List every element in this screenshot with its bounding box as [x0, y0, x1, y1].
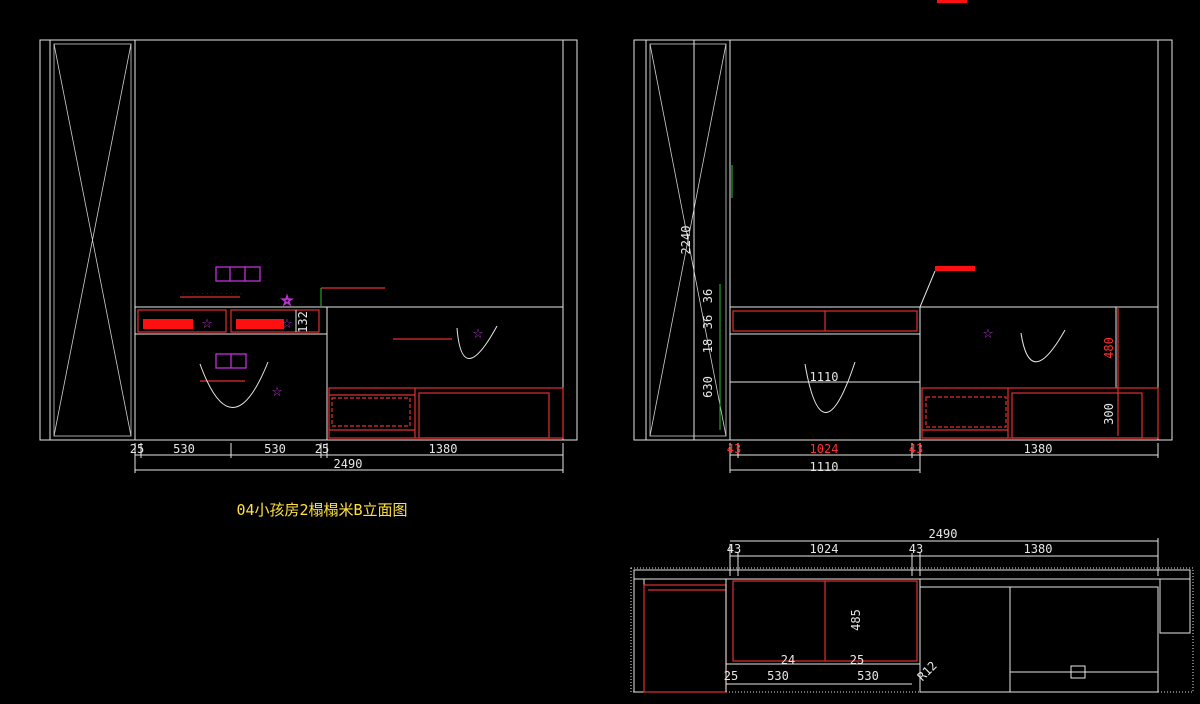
overall-dim-label: 2490 [334, 457, 363, 471]
left-wall-hatch [633, 39, 647, 441]
plan-outline [630, 567, 1194, 693]
plan-wall-hatch [633, 569, 1191, 580]
dim-label: 1380 [1024, 542, 1053, 556]
depth-dim-label: 485 [849, 609, 863, 631]
wardrobe [49, 39, 136, 441]
dim-label: 18 [701, 339, 715, 353]
dim-label: 43 [727, 442, 741, 456]
height-dim-label: 2240 [679, 226, 693, 255]
plan-bed-area [919, 586, 1159, 693]
dim-label: 530 [173, 442, 195, 456]
dim-label: 36 [701, 315, 715, 329]
dim-label: 25 [724, 669, 738, 683]
swing-curve [1020, 329, 1066, 363]
swing-curve [199, 361, 269, 408]
dim-label: 25 [130, 442, 144, 456]
red-tag [143, 319, 193, 329]
star-icon: ☆ [272, 380, 283, 401]
swing-curve [456, 325, 498, 359]
dim-label: 25 [850, 653, 864, 667]
wardrobe [645, 39, 731, 441]
left-wall-hatch [39, 39, 51, 441]
star-icon: ☆ [282, 289, 293, 310]
dim-label: 36 [701, 289, 715, 303]
dim-label: 630 [701, 376, 715, 398]
dim-label: 480 [1102, 337, 1116, 359]
left-elevation: · · · · · · · · · · · · · ☆ ☆ ☆ ☆ ☆ 132 … [39, 39, 578, 519]
plan-wardrobe [643, 584, 727, 693]
dim-label: 530 [264, 442, 286, 456]
dim-label: 1024 [810, 442, 839, 456]
handle-box [215, 266, 261, 282]
dim-label: 43 [727, 542, 741, 556]
star-icon: ☆ [473, 322, 484, 343]
dim-label: 300 [1102, 403, 1116, 425]
inner-width-label: 1110 [810, 370, 839, 384]
dim-label: 1380 [429, 442, 458, 456]
dim-label: 1380 [1024, 442, 1053, 456]
overall-dim-label: 2490 [929, 527, 958, 541]
red-tag [236, 319, 284, 329]
radius-dim-label: R12 [915, 659, 940, 684]
dim-label: 530 [857, 669, 879, 683]
svg-text:· · · · · · · · · · · · ·: · · · · · · · · · · · · · [182, 291, 242, 296]
dim-label: 25 [315, 442, 329, 456]
swing-curve [804, 361, 856, 413]
dim-label: 24 [781, 653, 795, 667]
red-tag [935, 266, 975, 271]
drawing-title: 04小孩房2榻榻米B立面图 [236, 501, 407, 519]
plan-view: 2490 43 1024 43 1380 485 24 25 R12 25 53… [630, 527, 1194, 693]
star-icon: ☆ [983, 322, 994, 343]
star-icon: ☆ [202, 312, 213, 333]
right-elevation: 2240 36 36 18 630 1110 ☆ 480 300 [633, 0, 1173, 474]
dim-label: 43 [909, 542, 923, 556]
right-wall-hatch [1157, 39, 1173, 441]
vertical-dimension: 132 [296, 311, 310, 333]
dim-label: 43 [909, 442, 923, 456]
right-wall-hatch [562, 39, 578, 441]
dim-label: 1024 [810, 542, 839, 556]
star-icon: ☆ [282, 312, 293, 333]
dim-label: 530 [767, 669, 789, 683]
overall-dim-label: 1110 [810, 460, 839, 474]
